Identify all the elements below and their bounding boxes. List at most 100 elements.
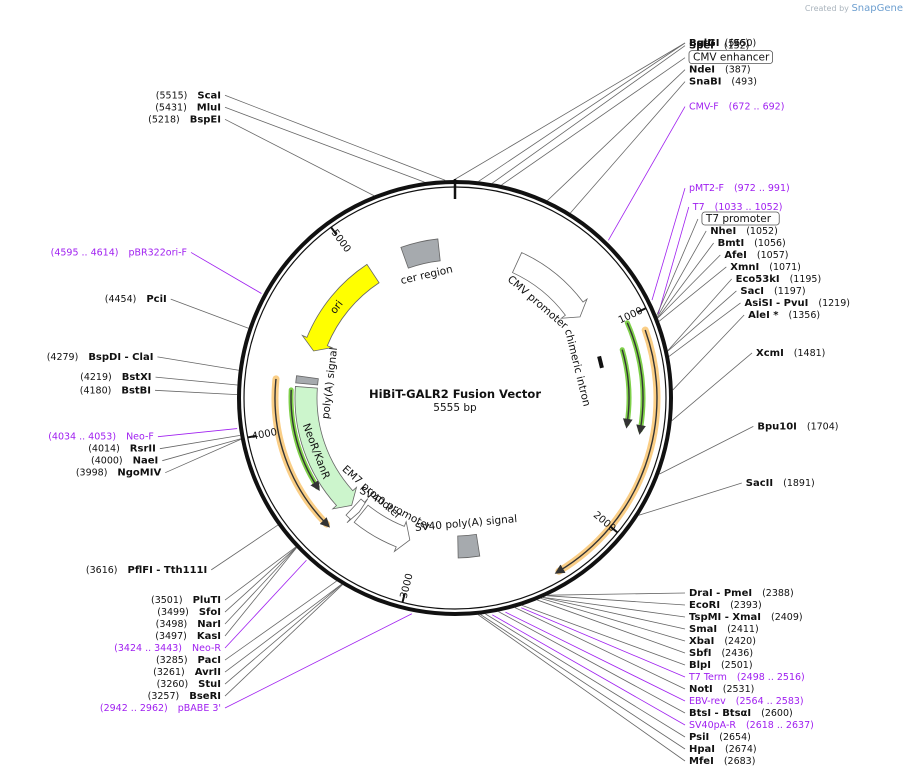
site-label-saci[interactable]: SacI(1197) bbox=[740, 286, 805, 297]
leader-hpai bbox=[480, 614, 686, 750]
feature-shape bbox=[457, 533, 481, 559]
leader-cmv-enhancer bbox=[501, 57, 686, 186]
leader-snabi bbox=[570, 81, 686, 214]
boxed-label-frame bbox=[688, 50, 773, 65]
site-label-scai[interactable]: (5515)ScaI bbox=[156, 90, 221, 101]
site-label-avrii[interactable]: (3261)AvrII bbox=[153, 667, 221, 678]
leader-cmv-f bbox=[608, 106, 686, 241]
site-label-smai[interactable]: SmaI(2411) bbox=[689, 624, 759, 635]
site-label-bsrgi[interactable]: BsrGI(96) bbox=[689, 38, 749, 49]
primer-label-neo-f[interactable]: (4034 .. 4053)Neo-F bbox=[48, 432, 154, 443]
site-label-bstbi[interactable]: (4180)BstBI bbox=[80, 385, 151, 396]
site-label-hpai[interactable]: HpaI(2674) bbox=[689, 744, 757, 755]
site-label-kasi[interactable]: (3497)KasI bbox=[155, 631, 221, 642]
site-label-bglii[interactable]: BglII(5550) bbox=[689, 38, 756, 49]
feature-label: chimeric intron bbox=[562, 328, 593, 408]
site-label-stui[interactable]: (3260)StuI bbox=[157, 679, 221, 690]
site-label-bstxi[interactable]: (4219)BstXI bbox=[80, 372, 151, 383]
site-label-drai-pmei[interactable]: DraI - PmeI(2388) bbox=[689, 588, 794, 599]
leader-paci bbox=[224, 580, 337, 661]
feature-label-t7-promoter[interactable]: T7 promoter bbox=[701, 211, 780, 226]
leader-eco53ki bbox=[667, 278, 732, 351]
snapgene-watermark: Created by SnapGene bbox=[804, 3, 903, 14]
leader-nari bbox=[224, 547, 297, 625]
primer-label-ebv-rev[interactable]: EBV-rev(2564 .. 2583) bbox=[689, 696, 804, 707]
orf-0[interactable] bbox=[558, 329, 658, 572]
site-label-bpu10i[interactable]: Bpu10I(1704) bbox=[757, 421, 838, 432]
tick-label-3000: 3000 bbox=[399, 572, 416, 599]
leader-spei bbox=[492, 45, 686, 184]
site-label-pluti[interactable]: (3501)PluTI bbox=[151, 595, 221, 606]
site-label-xbai[interactable]: XbaI(2420) bbox=[689, 636, 756, 647]
tick-label-5000: 5000 bbox=[329, 228, 353, 255]
tick-label-4000: 4000 bbox=[251, 427, 278, 443]
leader-stui bbox=[224, 584, 343, 685]
site-label-pcii[interactable]: (4454)PciI bbox=[105, 294, 167, 305]
leader-t7-term bbox=[521, 607, 686, 678]
site-label-naei[interactable]: (4000)NaeI bbox=[91, 456, 158, 467]
site-label-blpi[interactable]: BlpI(2501) bbox=[689, 660, 753, 671]
primer-label-t7-term[interactable]: T7 Term(2498 .. 2516) bbox=[688, 672, 805, 683]
orf-4[interactable] bbox=[290, 389, 318, 488]
site-label-alei[interactable]: AleI *(1356) bbox=[748, 310, 820, 321]
site-label-psii[interactable]: PsiI(2654) bbox=[689, 732, 751, 743]
leader-kasi bbox=[224, 547, 297, 637]
site-label-paci[interactable]: (3285)PacI bbox=[156, 655, 221, 666]
site-label-sbfi[interactable]: SbfI(2436) bbox=[689, 648, 753, 659]
site-label-noti[interactable]: NotI(2531) bbox=[689, 684, 754, 695]
site-label-ecori[interactable]: EcoRI(2393) bbox=[689, 600, 762, 611]
leader-avrii bbox=[224, 583, 342, 673]
site-label-eco53ki[interactable]: Eco53kI(1195) bbox=[736, 274, 822, 285]
site-label-nari[interactable]: (3498)NarI bbox=[156, 619, 221, 630]
leader-mfei bbox=[478, 614, 686, 762]
site-label-pflfi-tth111i[interactable]: (3616)PflFI - Tth111I bbox=[86, 565, 207, 576]
feature-label-cmv-enhancer[interactable]: CMV enhancer bbox=[688, 50, 773, 65]
leader-pflfi-tth111i bbox=[211, 524, 279, 571]
site-label-nhei[interactable]: NheI(1052) bbox=[710, 226, 778, 237]
intron-bar bbox=[597, 355, 604, 369]
primer-label-pbr322ori-f[interactable]: (4595 .. 4614)pBR322ori-F bbox=[51, 247, 187, 258]
orf-2[interactable] bbox=[621, 349, 630, 424]
site-label-sacii[interactable]: SacII(1891) bbox=[746, 478, 815, 489]
site-label-tspmi-xmai[interactable]: TspMI - XmaI(2409) bbox=[689, 612, 803, 623]
feature-chimeric-intron[interactable]: chimeric intron bbox=[562, 328, 604, 408]
site-label-bspdi-clai[interactable]: (4279)BspDI - ClaI bbox=[47, 352, 154, 363]
site-label-sfoi[interactable]: (3499)SfoI bbox=[157, 607, 221, 618]
site-label-bmti[interactable]: BmtI(1056) bbox=[718, 238, 786, 249]
tick-mark-1000 bbox=[637, 307, 647, 313]
site-label-bspei[interactable]: (5218)BspEI bbox=[148, 114, 221, 125]
site-label-ndei[interactable]: NdeI(387) bbox=[689, 65, 751, 76]
feature-cer-region[interactable]: cer region bbox=[400, 238, 454, 287]
tick-mark-5000 bbox=[330, 226, 338, 236]
primer-label-neo-r[interactable]: (3424 .. 3443)Neo-R bbox=[114, 643, 221, 654]
leader-bstbi bbox=[155, 389, 238, 396]
feature-ori[interactable]: ori bbox=[301, 263, 380, 352]
primer-label-sv40pa-r[interactable]: SV40pA-R(2618 .. 2637) bbox=[689, 720, 814, 731]
site-label-snabi[interactable]: SnaBI(493) bbox=[689, 77, 757, 88]
leader-mlui bbox=[224, 106, 425, 183]
orf-1[interactable] bbox=[626, 322, 644, 431]
primer-label-cmv-f[interactable]: CMV-F(672 .. 692) bbox=[689, 102, 784, 113]
site-label-bseri[interactable]: (3257)BseRI bbox=[148, 691, 221, 702]
leader-bglii bbox=[453, 42, 686, 181]
site-label-btsi-bts-i[interactable]: BtsI - BtsαI(2600) bbox=[689, 708, 793, 719]
primer-label-t7[interactable]: T7(1033 .. 1052) bbox=[692, 202, 783, 213]
site-label-mfei[interactable]: MfeI(2683) bbox=[689, 756, 755, 767]
site-label-spei[interactable]: SpeI(152) bbox=[689, 41, 749, 52]
site-label-ngomiv[interactable]: (3998)NgoMIV bbox=[76, 468, 162, 479]
leader-nhei bbox=[657, 230, 707, 318]
boxed-label-frame bbox=[701, 211, 780, 226]
primer-label-pmt2-f[interactable]: pMT2-F(972 .. 991) bbox=[689, 183, 790, 194]
site-label-mlui[interactable]: (5431)MluI bbox=[155, 102, 221, 113]
site-label-asisi-pvui[interactable]: AsiSI - PvuI(1219) bbox=[745, 298, 850, 309]
feature-cmv-promoter[interactable]: CMV promoter bbox=[505, 252, 588, 333]
primer-label-pbabe-3[interactable]: (2942 .. 2962)pBABE 3' bbox=[100, 703, 221, 714]
site-label-afei[interactable]: AfeI(1057) bbox=[724, 250, 788, 261]
site-label-xcmi[interactable]: XcmI(1481) bbox=[756, 348, 825, 359]
orf-3[interactable] bbox=[274, 378, 328, 525]
leader-drai-pmei bbox=[547, 592, 686, 596]
site-label-xmni[interactable]: XmnI(1071) bbox=[730, 262, 801, 273]
site-label-rsrii[interactable]: (4014)RsrII bbox=[88, 444, 156, 455]
feature-shape bbox=[353, 504, 411, 553]
leader-xcmi bbox=[671, 352, 753, 422]
